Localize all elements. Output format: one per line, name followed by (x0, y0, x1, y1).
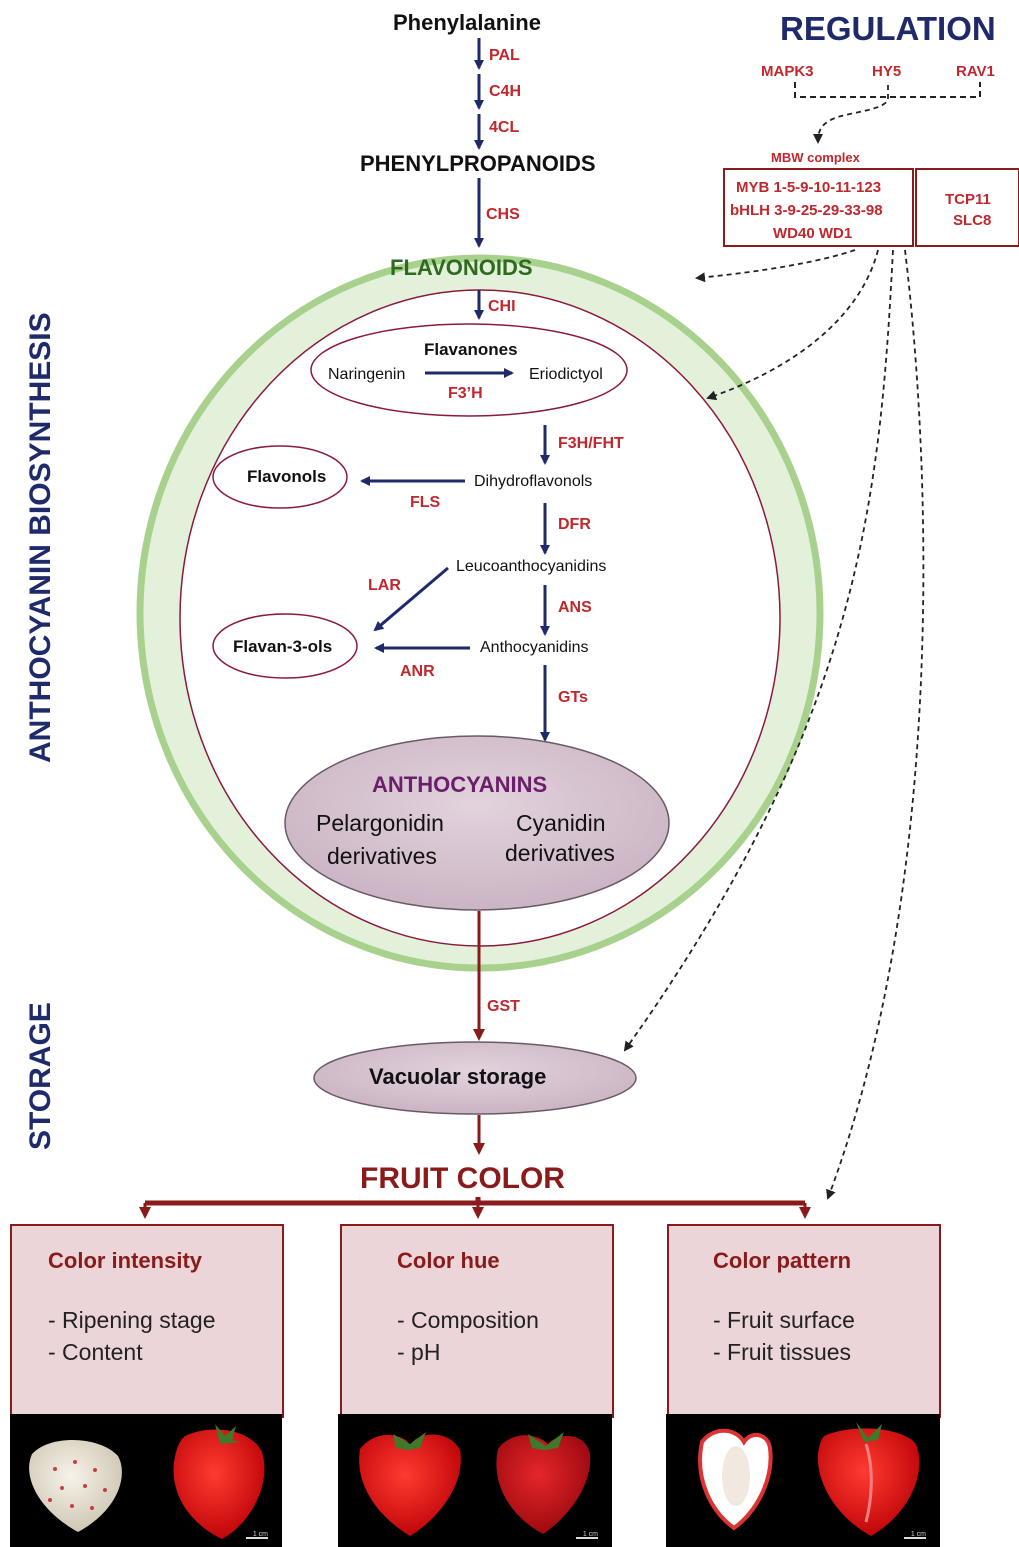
color-hue-title: Color hue (397, 1248, 500, 1273)
anthocyanidins-label: Anthocyanidins (480, 639, 589, 656)
color-intensity-box: Color intensity - Ripening stage - Conte… (10, 1224, 284, 1418)
mbw-bhlh: bHLH 3-9-25-29-33-98 (730, 202, 883, 219)
factor-hy5: HY5 (872, 63, 902, 80)
biosynthesis-side-label: ANTHOCYANIN BIOSYNTHESIS (24, 312, 57, 763)
flavan3ols-label: Flavan-3-ols (233, 637, 333, 656)
color-intensity-item-2: - Content (48, 1339, 143, 1365)
factor-mapk3: MAPK3 (761, 63, 814, 80)
phenylalanine-label: Phenylalanine (393, 10, 541, 35)
flavonols-label: Flavonols (247, 467, 327, 486)
mbw-wd40: WD40 WD1 (773, 225, 853, 242)
tcp-box (915, 168, 1019, 247)
anthocyanins-ellipse (284, 735, 670, 911)
phenylpropanoids-label: PHENYLPROPANOIDS (360, 151, 596, 176)
reg-slc8: SLC8 (953, 212, 992, 229)
color-pattern-item-1: - Fruit surface (713, 1307, 855, 1333)
cyanidin-line1: Cyanidin (516, 810, 606, 836)
photo-color-intensity: 1 cm (10, 1414, 282, 1547)
scale-label-2: 1 cm (582, 1531, 598, 1538)
factor-rav1: RAV1 (956, 63, 995, 80)
enzyme-chi: CHI (488, 298, 516, 315)
heart-strawberry-dark (496, 1435, 591, 1534)
reg-to-anthocyanin (706, 249, 879, 401)
strawberry-photos-pattern (698, 1422, 926, 1539)
dihydroflavonols-label: Dihydroflavonols (474, 473, 593, 490)
strawberry-photos-intensity (29, 1424, 268, 1539)
color-pattern-box: Color pattern - Fruit surface - Fruit ti… (667, 1224, 941, 1418)
enzyme-pal: PAL (489, 47, 520, 64)
scale-label-1: 1 cm (252, 1531, 268, 1538)
color-intensity-item-1: - Ripening stage (48, 1307, 216, 1333)
red-flesh-strawberry (817, 1428, 920, 1536)
enzyme-c4h: C4H (489, 83, 522, 100)
vacuolar-storage-label: Vacuolar storage (369, 1064, 547, 1089)
fruit-color-label: FRUIT COLOR (360, 1162, 565, 1195)
color-pattern-title: Color pattern (713, 1248, 852, 1273)
photo-color-hue: 1 cm (338, 1414, 612, 1547)
enzyme-fls: FLS (410, 494, 441, 511)
flavonoids-label: FLAVONOIDS (390, 255, 533, 280)
enzyme-anr: ANR (400, 663, 435, 680)
flavonols-ellipse (212, 445, 348, 509)
enzyme-4cl: 4CL (489, 119, 520, 136)
red-strawberry (173, 1429, 265, 1539)
enzyme-dfr: DFR (558, 516, 591, 533)
enzyme-ans: ANS (558, 599, 592, 616)
flavanones-ellipse (310, 323, 628, 417)
strawberry-photos-hue (359, 1432, 598, 1539)
scale-label-3: 1 cm (910, 1531, 926, 1538)
reg-tcp11: TCP11 (945, 191, 991, 208)
enzyme-lar: LAR (368, 577, 401, 594)
color-intensity-title: Color intensity (48, 1248, 203, 1273)
reg-to-flavonoids (695, 249, 856, 283)
enzyme-chs: CHS (486, 206, 520, 223)
mbw-complex-label: MBW complex (771, 150, 860, 165)
color-intensity-items: - Ripening stage - Content (48, 1304, 216, 1368)
color-hue-item-2: - pH (397, 1339, 441, 1365)
flavanones-label: Flavanones (424, 340, 518, 359)
arrow-lar (373, 566, 449, 632)
photo-color-pattern: 1 cm (666, 1414, 940, 1547)
pelargonidin-line2: derivatives (327, 843, 437, 869)
color-hue-items: - Composition - pH (397, 1304, 539, 1368)
anthocyanins-label: ANTHOCYANINS (372, 772, 548, 797)
color-hue-item-1: - Composition (397, 1307, 539, 1333)
regulation-title: REGULATION (780, 10, 996, 47)
eriodictyol-label: Eriodictyol (529, 366, 603, 383)
leucoanthocyanidins-label: Leucoanthocyanidins (456, 558, 607, 575)
heart-strawberry-bright (359, 1434, 461, 1536)
enzyme-f3prime-h: F3’H (448, 385, 483, 402)
cyanidin-line2: derivatives (505, 840, 615, 866)
mbw-box (723, 168, 914, 247)
color-pattern-item-2: - Fruit tissues (713, 1339, 852, 1365)
flavan3ols-ellipse (212, 613, 358, 679)
naringenin-label: Naringenin (328, 366, 406, 383)
reg-to-storage (623, 249, 894, 1052)
vacuolar-ellipse (313, 1041, 637, 1115)
color-pattern-items: - Fruit surface - Fruit tissues (713, 1304, 855, 1368)
color-hue-box: Color hue - Composition - pH (340, 1224, 614, 1418)
reg-to-color-pattern (826, 249, 925, 1200)
storage-side-label: STORAGE (24, 1002, 57, 1150)
pelargonidin-line1: Pelargonidin (316, 810, 444, 836)
enzyme-gst: GST (487, 998, 520, 1015)
enzyme-f3h: F3H/FHT (558, 435, 624, 452)
white-strawberry (29, 1439, 122, 1532)
mbw-myb: MYB 1-5-9-10-11-123 (736, 179, 882, 196)
enzyme-gts: GTs (558, 689, 588, 706)
hy5-to-mbw (813, 85, 889, 144)
